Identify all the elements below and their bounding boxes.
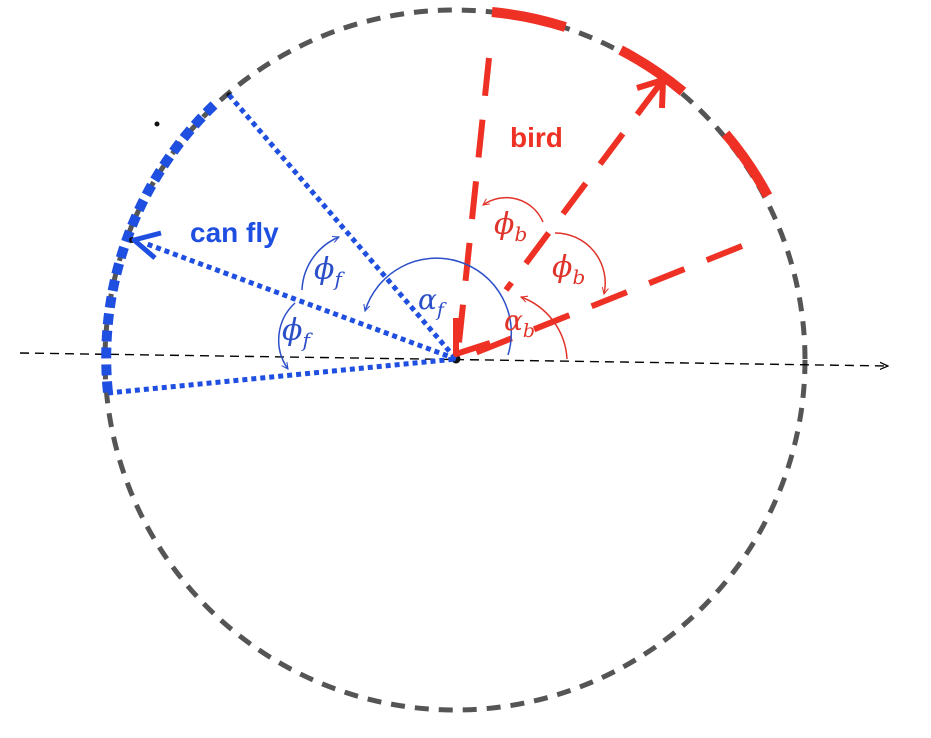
unit-circle (102, 7, 808, 713)
alpha-b-arc (521, 297, 568, 360)
can-fly-arrowhead (131, 230, 162, 260)
alpha-b-label: αb (504, 304, 535, 342)
bird-lower-boundary (468, 243, 744, 358)
alpha-f-label: αf (418, 283, 447, 321)
phi-b-upper-label: ϕb (494, 207, 527, 246)
phi-f-lower-arc (278, 302, 296, 369)
phi-b-lower-label: ϕb (552, 250, 585, 289)
phi-f-lower-label: ϕf (282, 313, 313, 352)
bird-center-arrow (503, 82, 663, 292)
can-fly-center-arrow (146, 241, 457, 362)
can-fly-label: can fly (190, 217, 279, 248)
bird-top-arrowhead (636, 77, 666, 109)
can-fly-upper-boundary (227, 93, 458, 361)
phi-f-upper-arc (301, 237, 339, 291)
phi-f-upper-label: ϕf (314, 252, 345, 291)
bird-center-arrowhead (453, 318, 491, 357)
bird-label: bird (510, 122, 563, 153)
can-fly-lower-boundary (107, 356, 457, 396)
stray-dot (154, 121, 160, 127)
bird-upper-boundary (455, 57, 492, 353)
phi-b-lower-arc (554, 232, 605, 294)
bird-arc (491, 7, 787, 228)
alpha-f-arc (365, 257, 513, 356)
can-fly-arc (101, 101, 218, 394)
horizontal-axis (19, 352, 888, 366)
phi-b-upper-arc (483, 196, 544, 223)
